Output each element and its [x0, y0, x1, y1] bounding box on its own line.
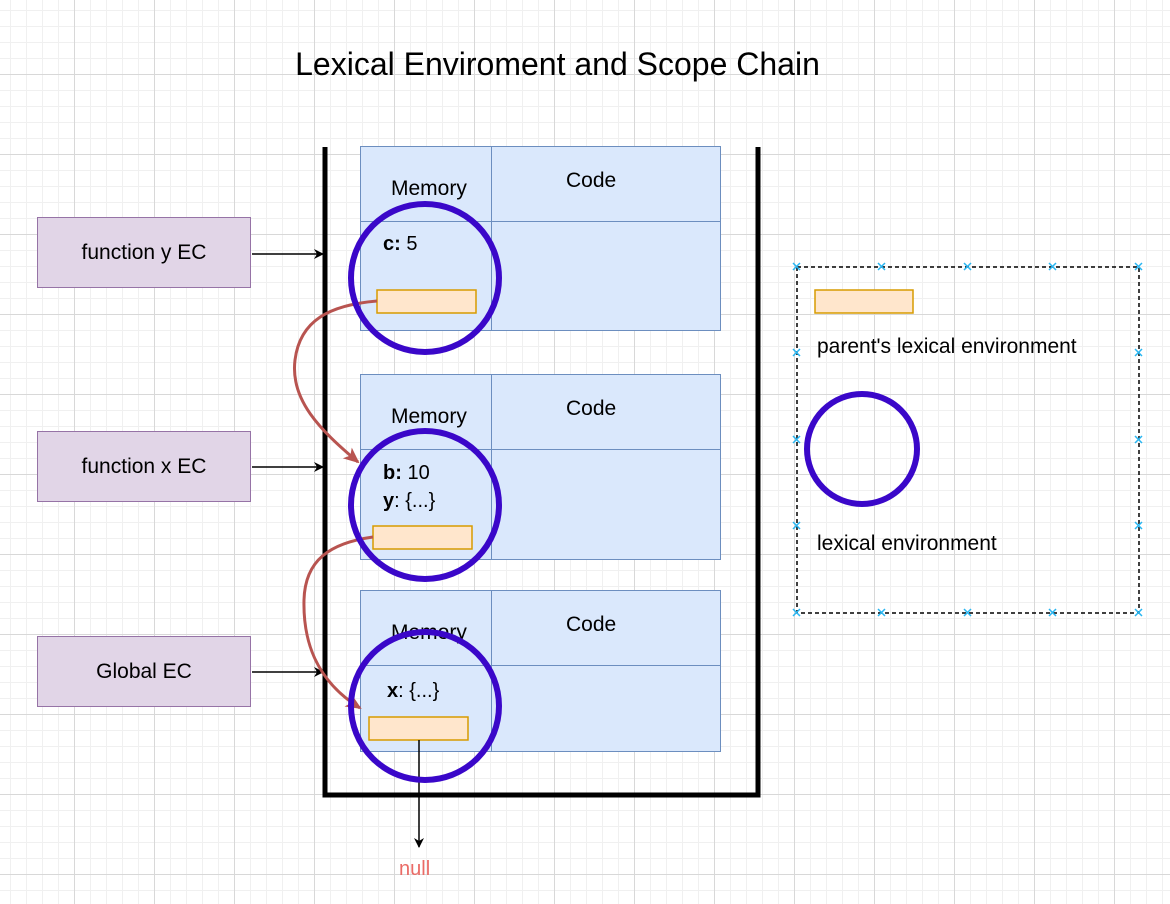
function-y-ec-box: function y EC [37, 217, 251, 288]
code-label: Code [566, 613, 617, 636]
memory-vars: c: 5 [383, 230, 417, 258]
legend-anchor-markers [792, 262, 1143, 617]
diagram-title: Lexical Enviroment and Scope Chain [295, 46, 820, 82]
var-y: y: {...} [383, 490, 436, 512]
var-b: b: 10 [383, 462, 430, 484]
parent-pointer-global [368, 716, 469, 741]
parent-pointer-function-y [376, 289, 477, 314]
memory-vars: b: 10 y: {...} [383, 459, 435, 515]
memory-label: Memory [391, 177, 467, 200]
code-label: Code [566, 397, 617, 420]
var-x: x: {...} [387, 680, 440, 702]
call-stack-container [322, 147, 761, 798]
frame-divider [491, 147, 492, 330]
legend-box [796, 266, 1140, 614]
var-c: c: 5 [383, 233, 418, 255]
code-label: Code [566, 169, 617, 192]
scope-chain-arrow-x-to-global [302, 535, 374, 710]
frame-divider [361, 221, 720, 222]
frame-divider [361, 449, 720, 450]
legend-parent-pointer-swatch [814, 289, 914, 314]
function-x-ec-box: function x EC [37, 431, 251, 502]
legend-parent-label: parent's lexical environment [817, 335, 1077, 358]
global-ec-box: Global EC [37, 636, 251, 707]
function-x-ec-label: function x EC [81, 454, 207, 478]
scope-chain-arrow-y-to-x [292, 299, 378, 464]
lexical-environment-circle-function-x [348, 428, 502, 582]
legend-lexical-environment-swatch [804, 391, 920, 507]
legend-lexical-label: lexical environment [817, 532, 997, 555]
memory-label: Memory [391, 405, 467, 428]
global-ec-label: Global EC [96, 659, 192, 683]
frame-divider [361, 665, 720, 666]
memory-vars: x: {...} [387, 677, 439, 705]
parent-pointer-function-x [372, 525, 473, 550]
lexical-environment-circle-global [348, 629, 502, 783]
null-label: null [399, 858, 431, 880]
lexical-environment-circle-function-y [348, 201, 502, 355]
function-y-ec-label: function y EC [81, 240, 207, 264]
